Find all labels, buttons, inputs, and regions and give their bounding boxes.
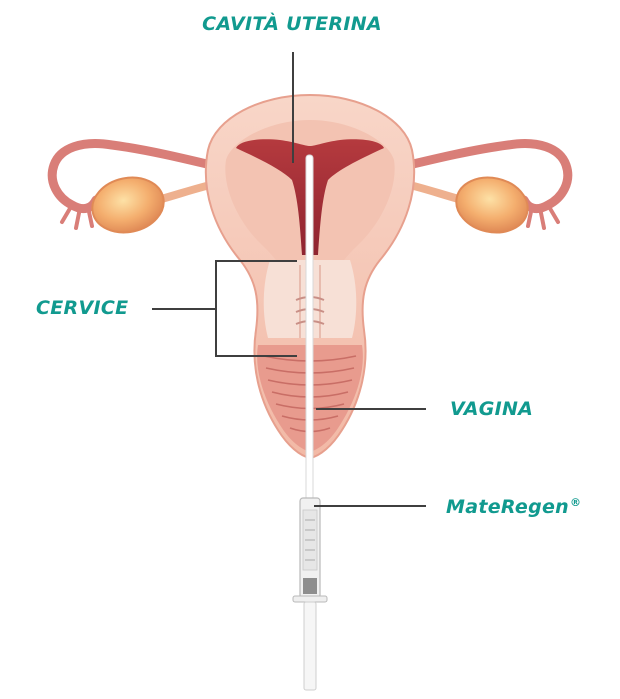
registered-mark: ® [570, 496, 581, 509]
label-vagina-text: VAGINA [450, 398, 533, 420]
label-cervix-text: CERVICE [36, 297, 128, 319]
label-vagina: VAGINA [450, 400, 533, 419]
label-cervix: CERVICE [36, 299, 128, 318]
right-ovary [451, 171, 533, 239]
left-ovary [87, 171, 169, 239]
label-uterine-cavity: CAVITÀ UTERINA [174, 15, 410, 34]
label-device: MateRegen® [446, 498, 581, 517]
label-device-text: MateRegen [446, 496, 569, 518]
label-uterine-cavity-text: CAVITÀ UTERINA [202, 13, 382, 35]
